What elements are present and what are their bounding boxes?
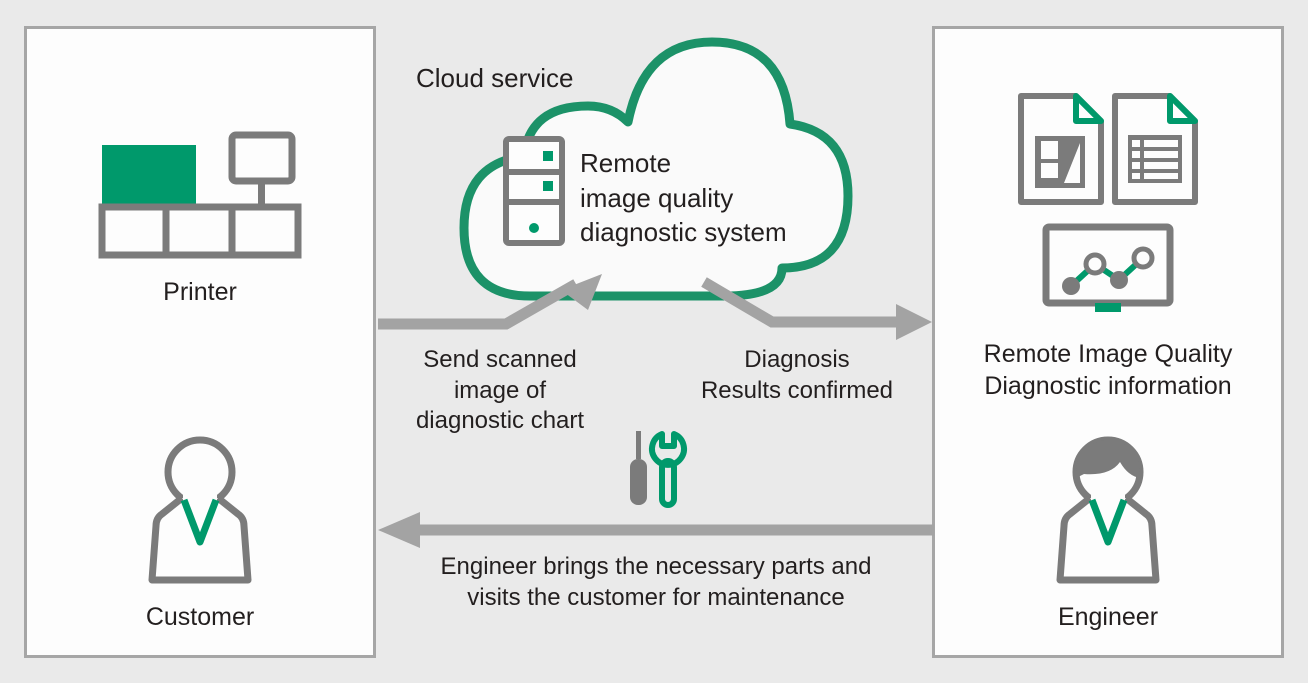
person-icon (148, 432, 252, 584)
printer-label: Printer (163, 278, 237, 306)
server-icon (503, 136, 565, 246)
flow-send-label: Send scanned image of diagnostic chart (415, 346, 585, 435)
printer-icon (98, 131, 302, 259)
diagnostic-info-label: Remote Image Quality Diagnostic informat… (983, 340, 1233, 400)
monitor-line-chart-icon (1042, 223, 1174, 316)
person-with-hair-icon (1056, 432, 1160, 584)
document-chart-icon (1018, 93, 1104, 205)
arrow-down-right (700, 277, 940, 342)
arrow-left (376, 510, 936, 550)
document-list-icon (1112, 93, 1198, 205)
engineer-label: Engineer (1057, 603, 1159, 631)
cloud-service-label: Cloud service (416, 63, 574, 93)
cloud-system-label: Remote image quality diagnostic system (580, 148, 787, 248)
flow-maintenance-label: Engineer brings the necessary parts and … (440, 553, 872, 611)
flow-diagnosis-label: Diagnosis Results confirmed (700, 346, 894, 404)
arrow-up-right (376, 274, 616, 332)
customer-label: Customer (145, 603, 255, 631)
screwdriver-wrench-icon (624, 431, 687, 513)
